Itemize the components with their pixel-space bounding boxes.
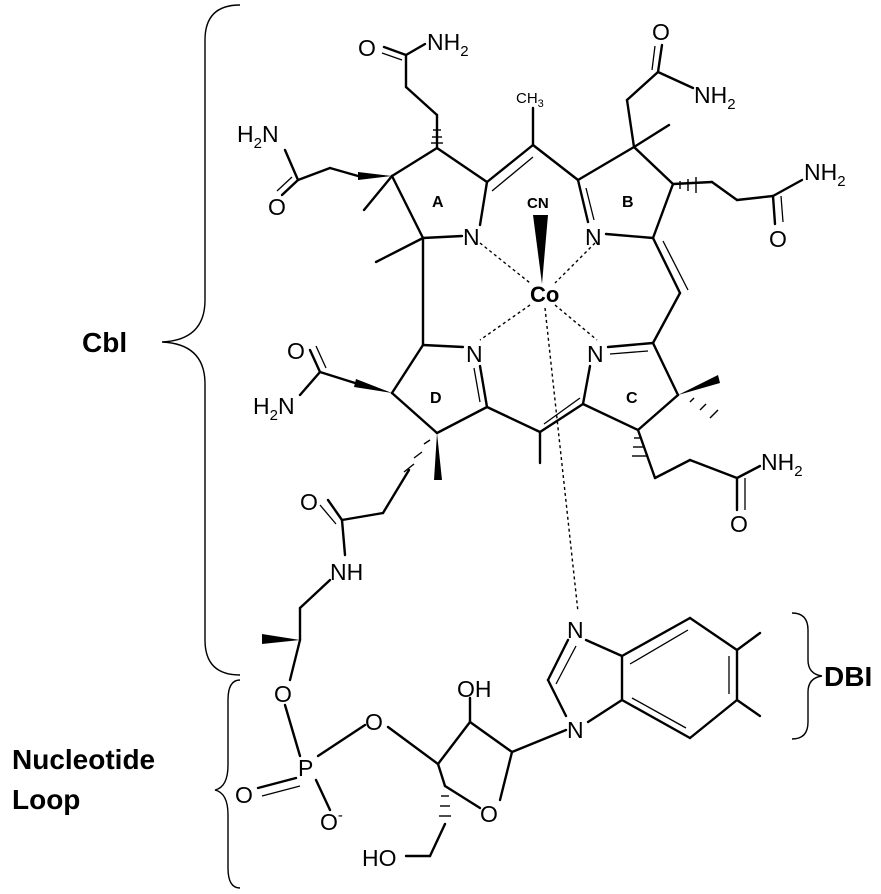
svg-text:NH2: NH2 [761, 449, 803, 480]
svg-text:P: P [298, 755, 313, 781]
svg-text:O: O [769, 226, 787, 252]
nucleotide-label: Nucleotide [12, 744, 155, 775]
svg-text:N: N [587, 341, 604, 367]
cobalt-coordination [479, 215, 598, 613]
phosphate-ribose [256, 696, 568, 858]
substituents [262, 42, 804, 682]
svg-text:N: N [567, 717, 584, 743]
svg-text:B: B [622, 194, 634, 211]
svg-text:N: N [466, 341, 483, 367]
dbi-label: DBI [824, 661, 872, 692]
svg-text:O: O [300, 489, 318, 515]
meso-bridges [421, 106, 689, 465]
cobalt-atom: Co [530, 282, 559, 307]
svg-text:O-: O- [320, 807, 343, 835]
loop-label: Loop [12, 784, 80, 815]
svg-text:O: O [268, 194, 286, 220]
svg-text:O: O [365, 709, 383, 735]
svg-text:A: A [432, 194, 444, 211]
ring-c [581, 341, 680, 432]
svg-text:NH2: NH2 [427, 29, 469, 60]
cbl-label: Cbl [82, 327, 127, 358]
svg-text:O: O [235, 782, 253, 808]
svg-text:N: N [567, 617, 584, 643]
atom-labels: N N N N A B C D Co CN CH3 O NH2 H2N O O … [235, 19, 846, 871]
svg-text:OH: OH [457, 676, 492, 702]
ring-b [576, 145, 675, 240]
svg-text:O: O [730, 511, 748, 537]
svg-text:H2N: H2N [253, 393, 295, 424]
ring-d [390, 343, 489, 435]
cbl-brace [161, 4, 241, 676]
svg-text:NH2: NH2 [804, 159, 846, 190]
svg-text:NH2: NH2 [694, 82, 736, 113]
cn-wedge [533, 215, 548, 284]
svg-text:C: C [626, 390, 638, 407]
svg-text:O: O [274, 681, 292, 707]
svg-text:O: O [652, 19, 670, 45]
svg-text:HO: HO [362, 845, 397, 871]
svg-text:H2N: H2N [237, 121, 279, 152]
svg-text:O: O [287, 338, 305, 364]
ring-a [390, 146, 489, 240]
svg-text:D: D [430, 390, 442, 407]
svg-text:NH: NH [330, 559, 363, 585]
svg-text:O: O [358, 35, 376, 61]
dimethylbenzimidazole [546, 616, 762, 740]
cyano-group: CN [527, 195, 549, 212]
svg-text:N: N [463, 224, 480, 250]
svg-text:N: N [585, 224, 602, 250]
svg-text:CH3: CH3 [516, 90, 544, 110]
dbi-brace [791, 612, 823, 740]
svg-text:O: O [480, 801, 498, 827]
nucleotide-brace [214, 679, 241, 889]
